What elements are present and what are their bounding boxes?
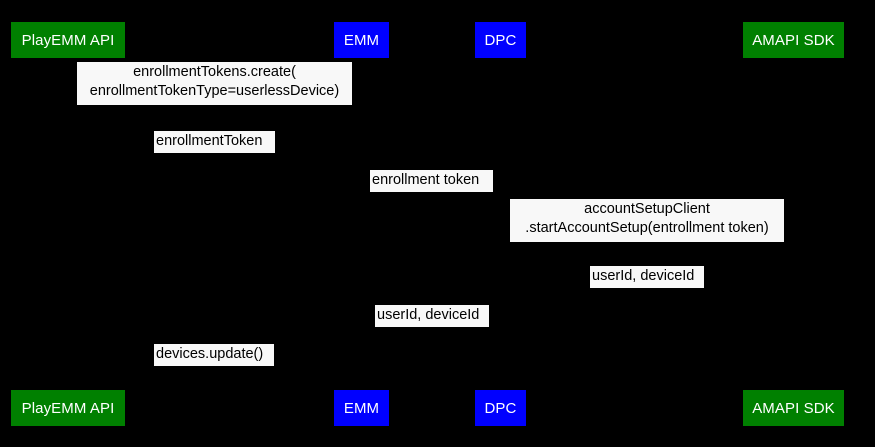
message-label-line: userId, deviceId <box>592 268 695 284</box>
message-label-msg-enrollment-token-response: enrollmentToken <box>154 131 275 153</box>
message-label-line: enrollmentToken <box>156 133 263 149</box>
participant-emm-top[interactable]: EMM <box>334 22 389 58</box>
participant-dpc-top[interactable]: DPC <box>475 22 526 58</box>
message-label-msg-userid-deviceid-to-emm: userId, deviceId <box>375 305 489 327</box>
message-label-line: enrollmentTokens.create( <box>133 64 296 80</box>
message-label-msg-devices-update: devices.update() <box>154 344 274 366</box>
message-label-line: devices.update() <box>156 346 264 362</box>
message-label-line: .startAccountSetup(entrollment token) <box>525 220 769 236</box>
participant-dpc-bottom[interactable]: DPC <box>475 390 526 426</box>
message-label-msg-userid-deviceid-to-dpc: userId, deviceId <box>590 266 704 288</box>
message-label-msg-enrollment-token-to-dpc: enrollment token <box>370 170 493 192</box>
participant-amapi-sdk-top[interactable]: AMAPI SDK <box>743 22 844 58</box>
participant-playemm-api-top[interactable]: PlayEMM API <box>11 22 125 58</box>
participant-playemm-api-bottom[interactable]: PlayEMM API <box>11 390 125 426</box>
message-label-msg-enrollment-tokens-create: enrollmentTokens.create( enrollmentTokenT… <box>77 62 352 105</box>
message-label-line: accountSetupClient <box>584 201 710 217</box>
participant-emm-bottom[interactable]: EMM <box>334 390 389 426</box>
message-label-line: enrollment token <box>372 172 480 188</box>
participant-amapi-sdk-bottom[interactable]: AMAPI SDK <box>743 390 844 426</box>
message-label-line: enrollmentTokenType=userlessDevice) <box>89 83 340 99</box>
message-label-msg-start-account-setup: accountSetupClient .startAccountSetup(ent… <box>510 199 784 242</box>
message-label-line: userId, deviceId <box>377 307 480 323</box>
